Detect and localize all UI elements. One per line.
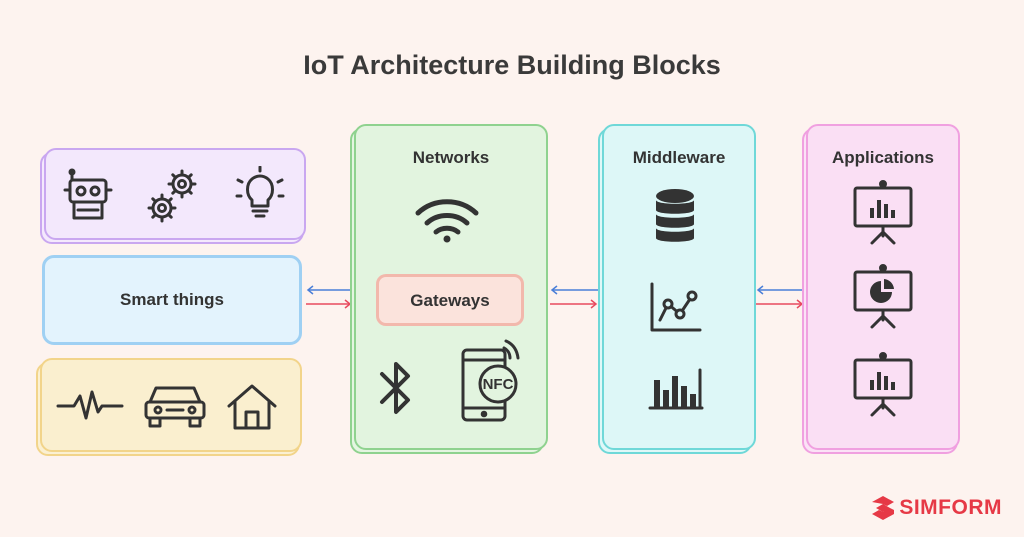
gateways-box [376,274,524,326]
nfc-label: NFC [482,376,514,393]
bar-chart-icon [648,368,704,410]
presentation-bar-chart-2-icon [853,352,913,417]
robot-icon [63,168,113,220]
arrow-applications-to-middleware [756,285,804,309]
heartbeat-icon [56,390,124,420]
middleware-card [602,124,756,450]
smart-things-label: Smart things [120,290,224,309]
database-icon [656,189,694,242]
gateways-label: Gateways [410,291,490,310]
gears-icon [147,169,197,223]
wifi-icon [415,199,479,243]
line-chart-icon [650,282,702,332]
simform-logo: SIMFORM [871,495,1002,521]
simform-logo-text: SIMFORM [899,496,1002,519]
car-icon [144,386,206,428]
simform-logo-icon [872,496,895,520]
applications-label: Applications [831,148,934,167]
bluetooth-icon [380,362,410,414]
nfc-phone-icon [461,339,520,422]
arrow-networks-to-things [306,285,352,309]
middleware-label: Middleware [632,148,726,167]
applications-card [806,124,960,450]
smart-things-card [42,255,302,345]
arrow-middleware-to-networks [550,285,598,309]
lightbulb-icon [235,166,285,218]
networks-label: Networks [412,148,490,167]
devices-card [44,148,306,240]
presentation-pie-chart-icon [853,264,913,329]
presentation-bar-chart-icon [853,180,913,245]
diagram-title: IoT Architecture Building Blocks [303,50,721,80]
home-icon [227,384,277,430]
